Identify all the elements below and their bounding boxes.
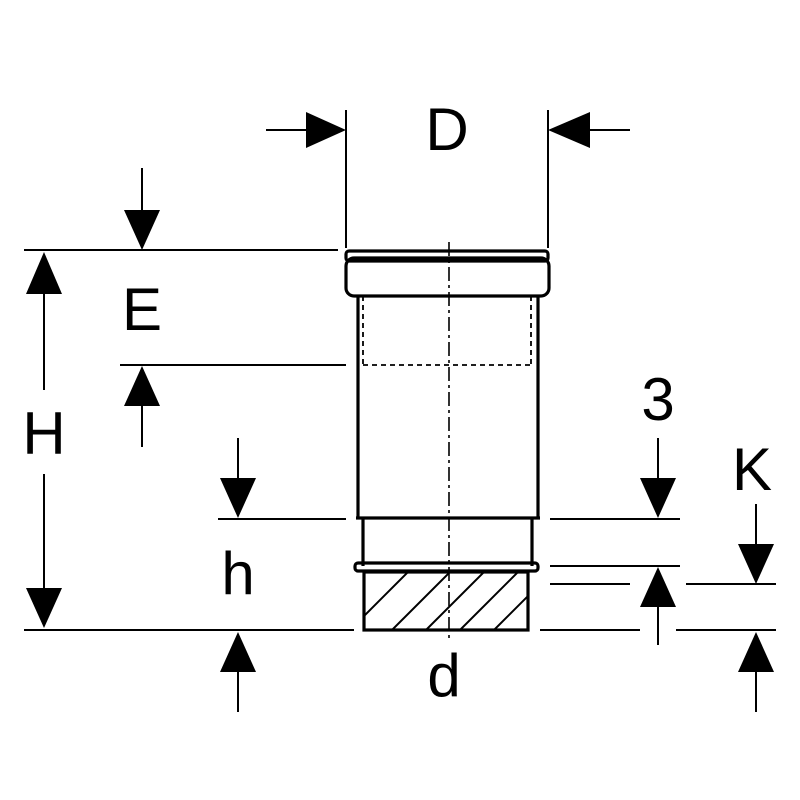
arrowhead-left <box>548 112 590 148</box>
extension-lines <box>24 110 776 631</box>
label-d: d <box>427 642 460 709</box>
label-3: 3 <box>641 366 674 433</box>
arrowhead-down <box>26 588 62 628</box>
label-K: K <box>732 436 772 503</box>
label-D: D <box>425 96 468 163</box>
seal-block <box>362 570 530 632</box>
dimension-K: K <box>732 436 774 712</box>
dimension-D: D <box>266 96 630 163</box>
arrowhead-down <box>738 544 774 584</box>
arrowhead-up <box>124 366 160 406</box>
arrowhead-down <box>220 478 256 518</box>
arrowhead-up <box>26 252 62 294</box>
label-E: E <box>122 276 162 343</box>
arrowhead-down <box>124 210 160 250</box>
label-h: h <box>221 540 254 607</box>
dimension-h: h <box>220 438 256 712</box>
socket-top-lip <box>344 249 550 263</box>
spigot-ring <box>353 561 540 573</box>
arrowhead-up <box>640 567 676 607</box>
label-H: H <box>22 400 65 467</box>
dimension-E: E <box>122 168 162 447</box>
socket-bead <box>344 256 551 298</box>
arrowhead-down <box>640 478 676 518</box>
arrowhead-up <box>220 632 256 672</box>
arrowhead-right <box>306 112 346 148</box>
arrowhead-up <box>738 632 774 672</box>
dimension-3: 3 <box>640 366 676 645</box>
seal-hatching <box>364 572 528 630</box>
pipe-body <box>344 242 551 642</box>
dimension-H: H <box>22 252 66 628</box>
